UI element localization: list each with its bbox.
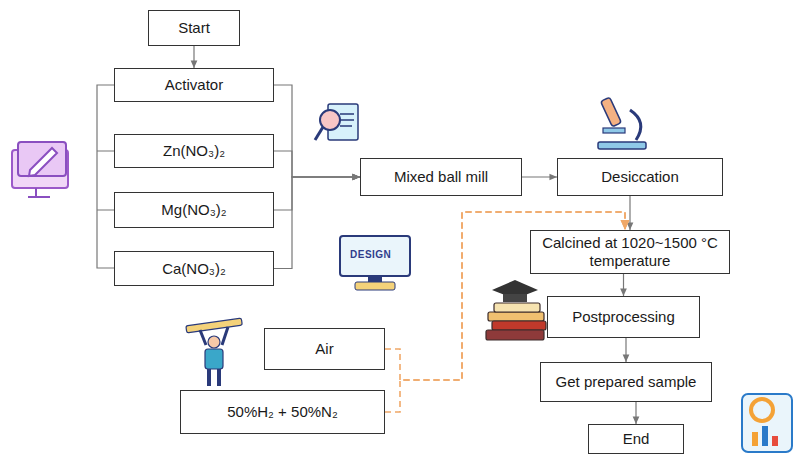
design-label: DESIGN [350, 249, 391, 260]
microscope-icon [598, 97, 646, 149]
books-icon [486, 280, 546, 340]
node-text: 50%H₂ + 50%N₂ [227, 403, 337, 421]
flow-arrow [623, 274, 624, 296]
end-box: End [588, 424, 684, 454]
node-text: Start [178, 19, 210, 37]
node-text: Calcined at 1020~1500 °C temperature [539, 234, 721, 270]
input-box: Ca(NO₃)₂ [114, 251, 274, 286]
person-pencil-icon [186, 318, 242, 386]
process-box: Desiccation [557, 158, 723, 196]
node-text: Postprocessing [572, 308, 675, 326]
process-box: Calcined at 1020~1500 °C temperature [530, 230, 730, 274]
flow-arrow [274, 151, 360, 177]
chart-icon [742, 394, 792, 452]
flow-arrow [274, 85, 360, 177]
start-box: Start [148, 10, 240, 46]
node-text: Desiccation [601, 168, 679, 186]
input-bracket [97, 85, 114, 268]
node-text: Ca(NO₃)₂ [162, 260, 226, 278]
flow-arrow [274, 177, 360, 210]
search-document-icon [315, 104, 358, 140]
process-box: Activator [114, 68, 274, 102]
node-text: Get prepared sample [556, 373, 697, 391]
input-box: Mg(NO₃)₂ [114, 192, 274, 228]
node-text: Mg(NO₃)₂ [161, 201, 226, 219]
flow-arrow [274, 177, 360, 269]
node-text: Zn(NO₃)₂ [163, 142, 225, 160]
process-box: Get prepared sample [540, 362, 712, 402]
flow-arrow [193, 46, 194, 68]
atmosphere-box: Air [264, 328, 385, 370]
process-box: Postprocessing [547, 296, 700, 338]
flow-arrow [625, 338, 626, 362]
flow-arrow [635, 402, 636, 424]
node-text: End [623, 430, 650, 448]
node-text: Air [315, 340, 333, 358]
process-box: Mixed ball mill [360, 158, 522, 196]
node-text: Mixed ball mill [394, 168, 488, 186]
monitor-icon [12, 142, 68, 197]
node-text: Activator [165, 76, 223, 94]
flow-arrow [629, 196, 630, 230]
flow-arrow [522, 176, 557, 177]
design-monitor-icon [340, 236, 410, 290]
input-box: Zn(NO₃)₂ [114, 134, 274, 168]
atmosphere-box: 50%H₂ + 50%N₂ [180, 390, 385, 434]
